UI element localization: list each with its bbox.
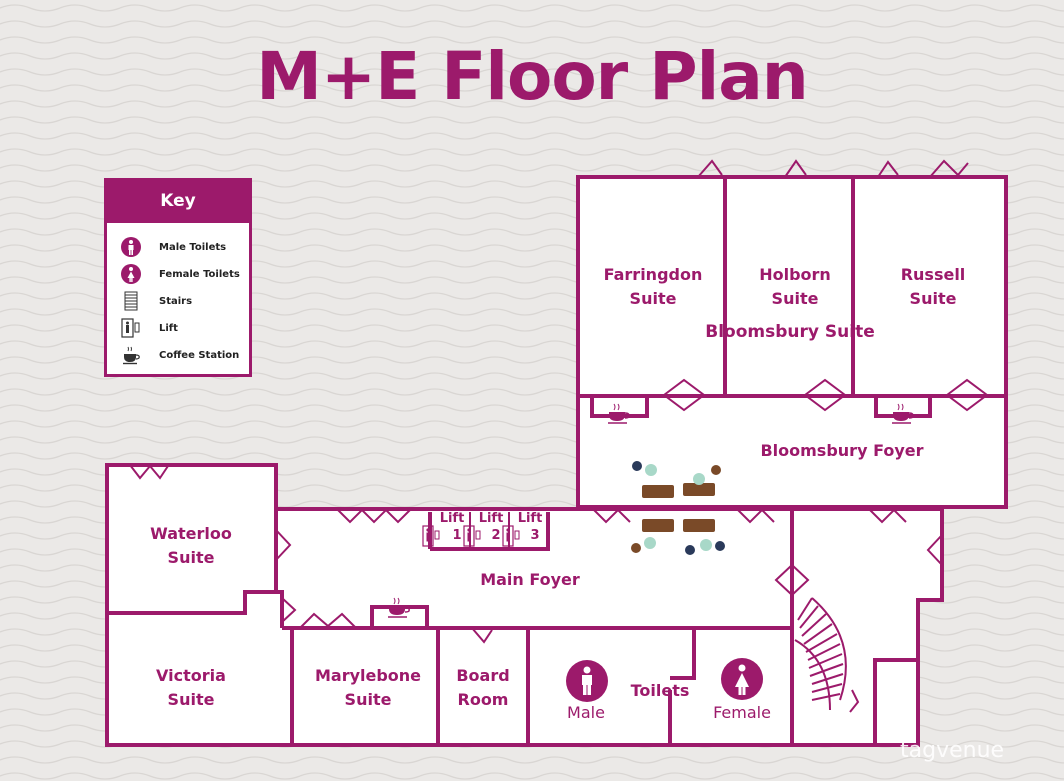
page-title: M+E Floor Plan (256, 38, 808, 115)
legend-item-coffee-station: Coffee Station (119, 344, 239, 366)
coffee-cup-icon (892, 403, 914, 424)
room-label-toilets: Toilets (630, 681, 690, 700)
lift-label-3: Lift 3 (517, 511, 543, 543)
legend-key: Key Male Toilets Female Toilets Stairs (104, 178, 252, 377)
lift-label-2: Lift 2 (478, 511, 504, 543)
toilet-label-male: Male (567, 703, 605, 722)
legend-item-lift: Lift (119, 317, 178, 339)
lift-icon (121, 318, 140, 338)
stairs-icon (124, 291, 138, 311)
legend-label: Male Toilets (159, 241, 227, 253)
male-toilet-icon (566, 660, 608, 702)
coffee-cup-icon (388, 597, 410, 618)
legend-item-stairs: Stairs (119, 290, 192, 312)
legend-heading: Key (107, 181, 249, 223)
toilet-label-female: Female (713, 703, 771, 722)
watermark: tagvenue (900, 738, 1005, 763)
female-toilet-icon (721, 658, 763, 700)
lift-label-1: Lift 1 (439, 511, 465, 543)
legend-item-female-toilets: Female Toilets (119, 263, 240, 285)
legend-item-male-toilets: Male Toilets (119, 236, 226, 258)
seating-area (631, 461, 725, 555)
room-label-bloomsbury-foyer: Bloomsbury Foyer (760, 441, 924, 460)
staircase (794, 597, 860, 713)
male-toilet-icon (121, 237, 141, 257)
room-label-main-foyer: Main Foyer (480, 570, 580, 589)
coffee-cup-icon (123, 346, 140, 365)
legend-label: Female Toilets (159, 268, 240, 280)
lift-icon (502, 525, 520, 547)
legend-label: Stairs (159, 295, 193, 307)
lift-icon (463, 525, 481, 547)
legend-label: Coffee Station (159, 349, 240, 361)
room-label-bloomsbury-suite: Bloomsbury Suite (705, 322, 875, 342)
female-toilet-icon (121, 264, 141, 284)
lift-icon (422, 525, 440, 547)
coffee-cup-icon (608, 403, 630, 424)
legend-label: Lift (159, 322, 178, 334)
